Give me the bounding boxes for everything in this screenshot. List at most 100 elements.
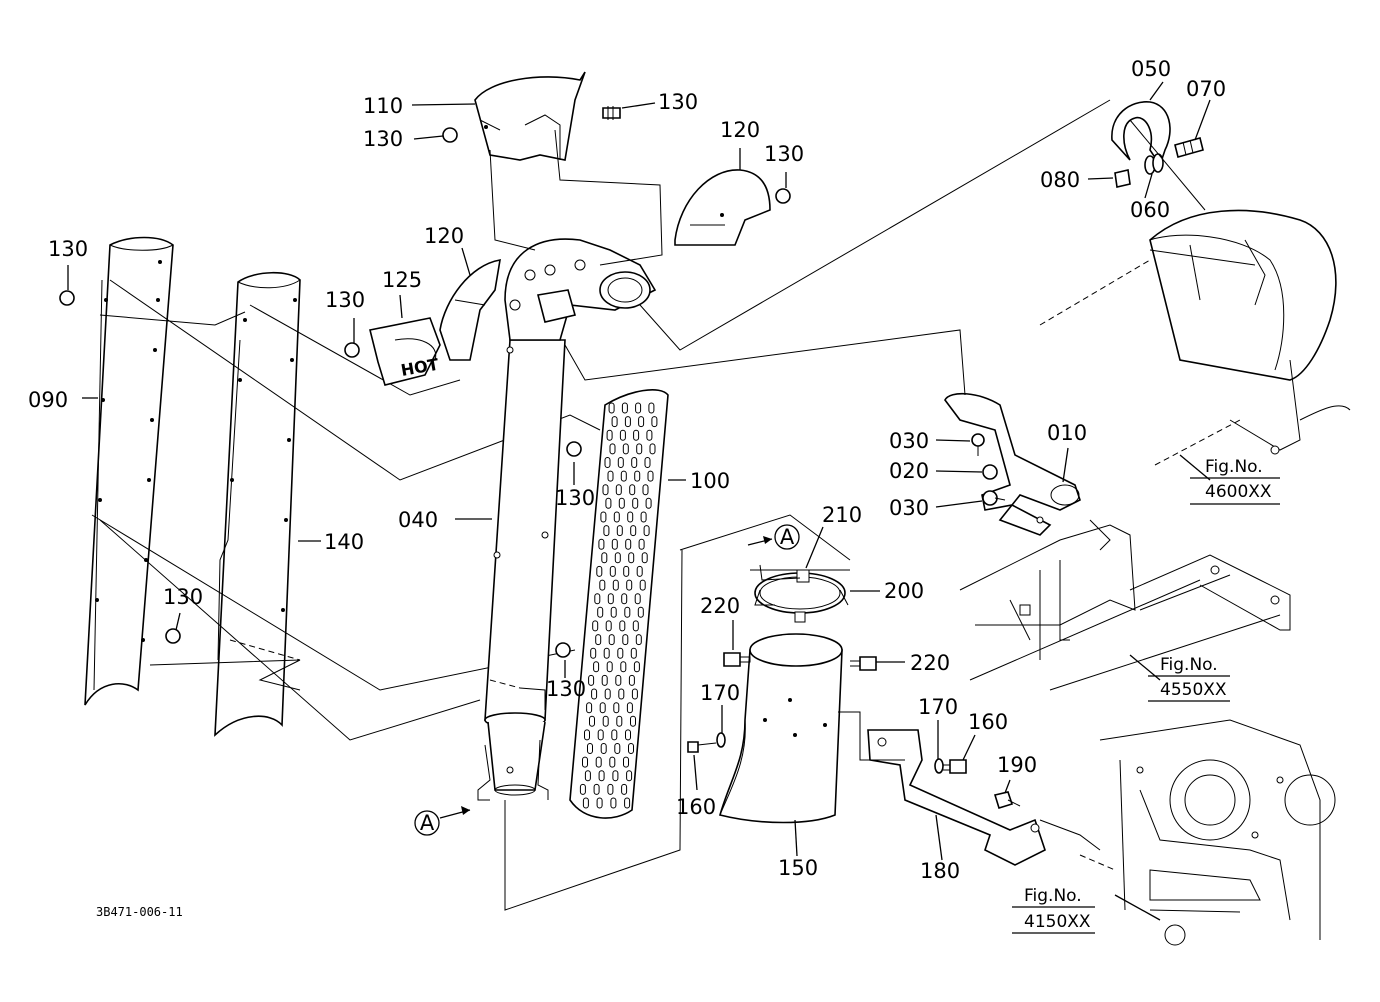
perforation-slot <box>628 674 635 686</box>
perforation-slot <box>628 552 635 564</box>
perforation-slot <box>644 457 651 468</box>
cover-120-right <box>674 169 771 246</box>
perforation-slot <box>589 715 595 727</box>
view-marker-a-top: A <box>747 524 800 550</box>
bolt-190 <box>993 791 1021 809</box>
perforation-slot <box>635 634 642 646</box>
callout-160-b: 160 <box>676 795 716 819</box>
figure-ref-4550xx-title: Fig.No. <box>1160 655 1218 675</box>
perforation-slot <box>621 593 628 605</box>
nut-080 <box>1114 169 1131 188</box>
perforation-slot <box>634 593 641 605</box>
perforation-slot <box>643 525 650 537</box>
bolt-160-left <box>687 741 717 753</box>
figure-ref-4150xx-number: 4150XX <box>1024 912 1091 932</box>
perforation-slot <box>640 511 647 523</box>
callout-090: 090 <box>28 388 68 412</box>
perforation-slot <box>645 497 652 509</box>
perforation-slot <box>610 606 617 618</box>
perforation-slot <box>627 511 634 523</box>
cover-110 <box>474 71 586 161</box>
perforation-slot <box>616 525 623 537</box>
perforation-slot <box>648 402 655 414</box>
perforation-slot <box>622 634 629 646</box>
perforation-slot <box>613 702 620 714</box>
perforation-slot <box>599 579 606 591</box>
figure-ref-4600xx-number: 4600XX <box>1205 482 1272 502</box>
perforation-slot <box>626 579 633 591</box>
bolt-160-right <box>943 759 967 774</box>
bolt-220-left <box>723 652 751 667</box>
hot-plate-125: HOT <box>369 317 441 386</box>
callout-040: 040 <box>398 508 438 532</box>
figure-ref-4600xx: Fig.No. 4600XX <box>1190 457 1280 505</box>
callout-050: 050 <box>1131 57 1171 81</box>
perforation-slot <box>618 497 625 509</box>
bolt-030-top <box>971 433 985 456</box>
perforation-slot <box>619 429 626 441</box>
perforation-slot <box>607 470 614 482</box>
perforation-slot <box>608 634 615 646</box>
nut-130-perf-top <box>566 441 582 457</box>
assembly-lines <box>489 99 1206 911</box>
callout-120-b: 120 <box>424 224 464 248</box>
heat-shield-090 <box>84 236 174 706</box>
perforation-slot <box>607 783 614 795</box>
callout-070: 070 <box>1186 77 1226 101</box>
perforation-slot <box>633 429 640 441</box>
callout-130-d: 130 <box>325 288 365 312</box>
perforation-slot <box>609 565 616 577</box>
perforation-slot <box>637 606 644 618</box>
figure-ref-4550xx-number: 4550XX <box>1160 680 1227 700</box>
perforation-slot <box>598 538 605 550</box>
perforation-slot <box>615 484 622 496</box>
perforation-slot <box>611 729 618 741</box>
frame-assembly <box>959 519 1291 691</box>
leader-lines <box>67 81 1211 921</box>
callout-130-c: 130 <box>764 142 804 166</box>
figure-ref-4150xx-title: Fig.No. <box>1024 886 1082 906</box>
perforation-slot <box>603 647 610 659</box>
callout-170-b: 170 <box>918 695 958 719</box>
perforation-slot <box>615 674 622 686</box>
perforation-slot <box>641 552 648 564</box>
perforation-slot <box>606 661 613 673</box>
callout-130-b: 130 <box>658 90 698 114</box>
perforation-slot <box>588 674 595 686</box>
perforation-slot <box>631 688 638 700</box>
perforation-slot <box>603 525 610 537</box>
callout-200: 200 <box>884 579 924 603</box>
bracket-010 <box>944 392 1081 536</box>
perforation-slot <box>604 457 611 468</box>
perforation-slot <box>632 620 639 632</box>
callout-130-e: 130 <box>48 237 88 261</box>
perforation-slot <box>591 688 598 700</box>
figure-ref-4600xx-title: Fig.No. <box>1205 457 1263 477</box>
perforation-slot <box>625 538 632 550</box>
callout-180: 180 <box>920 859 960 883</box>
nut-130-hot-plate <box>344 342 360 358</box>
perforation-slot <box>621 783 628 795</box>
perforation-slot <box>636 565 643 577</box>
bracket-180 <box>867 729 1046 866</box>
bolt-070 <box>1174 137 1204 158</box>
callout-010: 010 <box>1047 421 1087 445</box>
perforation-slot <box>593 783 600 795</box>
bolt-220-right <box>850 656 877 671</box>
callout-030-a: 030 <box>889 429 929 453</box>
perforation-slot <box>611 538 618 550</box>
callout-220-b: 220 <box>910 651 950 675</box>
perforation-slot <box>626 702 633 714</box>
perforation-slot <box>602 715 609 727</box>
perforation-slot <box>612 770 619 782</box>
callout-160-a: 160 <box>968 710 1008 734</box>
figure-ref-4150xx: Fig.No. 4150XX <box>1012 886 1095 934</box>
perforated-shield-100 <box>569 389 669 819</box>
view-marker-a-top-label: A <box>780 525 795 549</box>
perforation-slot <box>602 484 609 496</box>
perforation-slot <box>597 606 604 618</box>
perforation-slot <box>593 661 600 673</box>
perforation-slot <box>595 756 602 768</box>
callout-130-f: 130 <box>163 585 203 609</box>
perforation-slot <box>630 525 637 537</box>
